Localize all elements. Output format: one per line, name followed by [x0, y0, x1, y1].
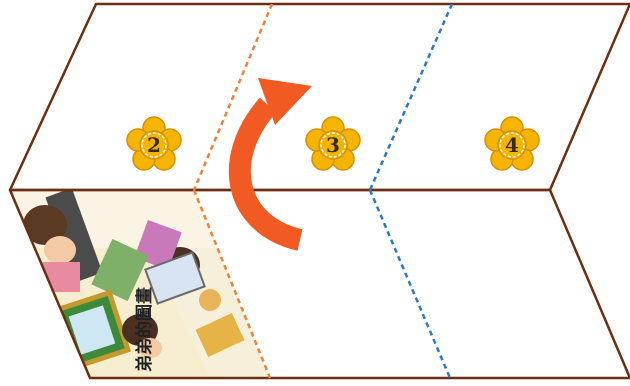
panel-badge-3: 3 [306, 117, 360, 170]
fold-line-blue [370, 4, 452, 190]
panel-badge-2: 2 [127, 117, 181, 170]
panel-number: 3 [326, 133, 340, 157]
panel-number: 2 [147, 133, 161, 157]
fold-line-blue-lower [370, 190, 450, 378]
illustration-caption: 弟弟的圖畫 [134, 287, 155, 372]
panel-badge-4: 4 [485, 117, 539, 170]
curved-arrow-icon [240, 78, 312, 240]
panel-number: 4 [505, 133, 519, 157]
